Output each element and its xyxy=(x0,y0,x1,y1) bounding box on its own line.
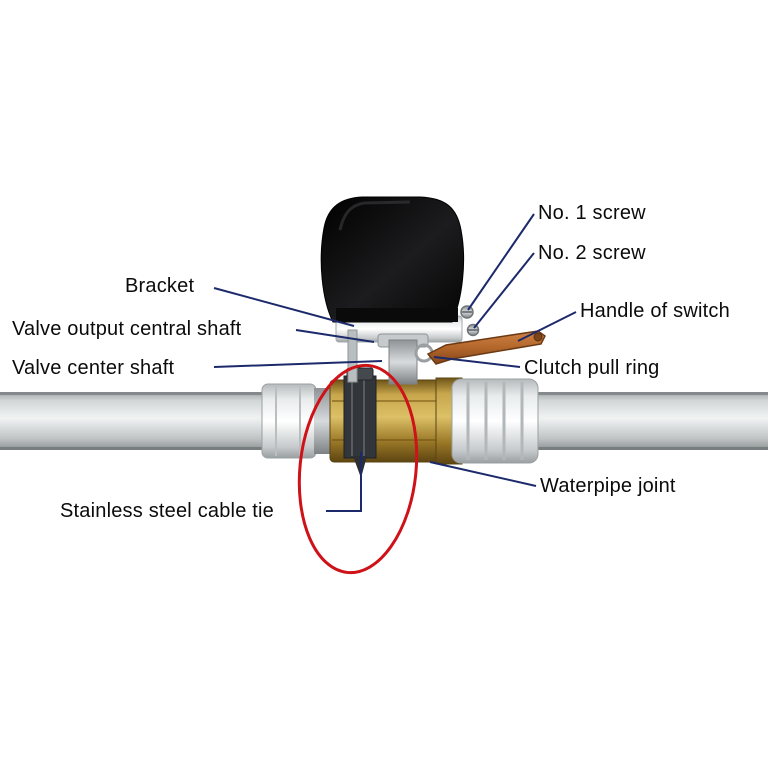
actuator-body xyxy=(320,196,465,323)
label-valve-output-central-shaft: Valve output central shaft xyxy=(12,318,242,340)
water-pipe-right xyxy=(534,392,768,450)
leader-waterpipe-joint xyxy=(429,461,537,487)
leader-no1-screw xyxy=(467,213,535,311)
leader-bracket xyxy=(213,287,355,327)
leader-valve-output-shaft xyxy=(295,329,375,343)
screw-1 xyxy=(460,305,474,319)
leader-valve-center-shaft xyxy=(213,360,383,368)
leader-clutch-ring xyxy=(433,356,521,368)
leader-cable-tie xyxy=(326,452,362,512)
label-valve-center-shaft: Valve center shaft xyxy=(12,357,175,379)
waterpipe-joint-coupling xyxy=(451,378,539,464)
label-waterpipe-joint: Waterpipe joint xyxy=(540,475,676,497)
leader-no2-screw xyxy=(473,252,535,329)
leader-lines xyxy=(213,213,577,512)
leader-handle xyxy=(517,311,577,342)
screw-2 xyxy=(466,323,480,337)
label-stainless-steel-cable-tie: Stainless steel cable tie xyxy=(60,500,275,522)
switch-handle xyxy=(426,330,546,365)
water-pipe-left xyxy=(0,392,272,450)
pipe-coupling-left xyxy=(261,383,317,459)
valve-center-shaft-part xyxy=(377,333,429,385)
highlight-ellipse xyxy=(297,363,419,575)
label-bracket: Bracket xyxy=(125,275,195,297)
label-handle-of-switch: Handle of switch xyxy=(580,300,730,322)
label-no2-screw: No. 2 screw xyxy=(538,242,646,264)
label-no1-screw: No. 1 screw xyxy=(538,202,646,224)
label-clutch-pull-ring: Clutch pull ring xyxy=(524,357,660,379)
valve-body xyxy=(314,377,463,465)
